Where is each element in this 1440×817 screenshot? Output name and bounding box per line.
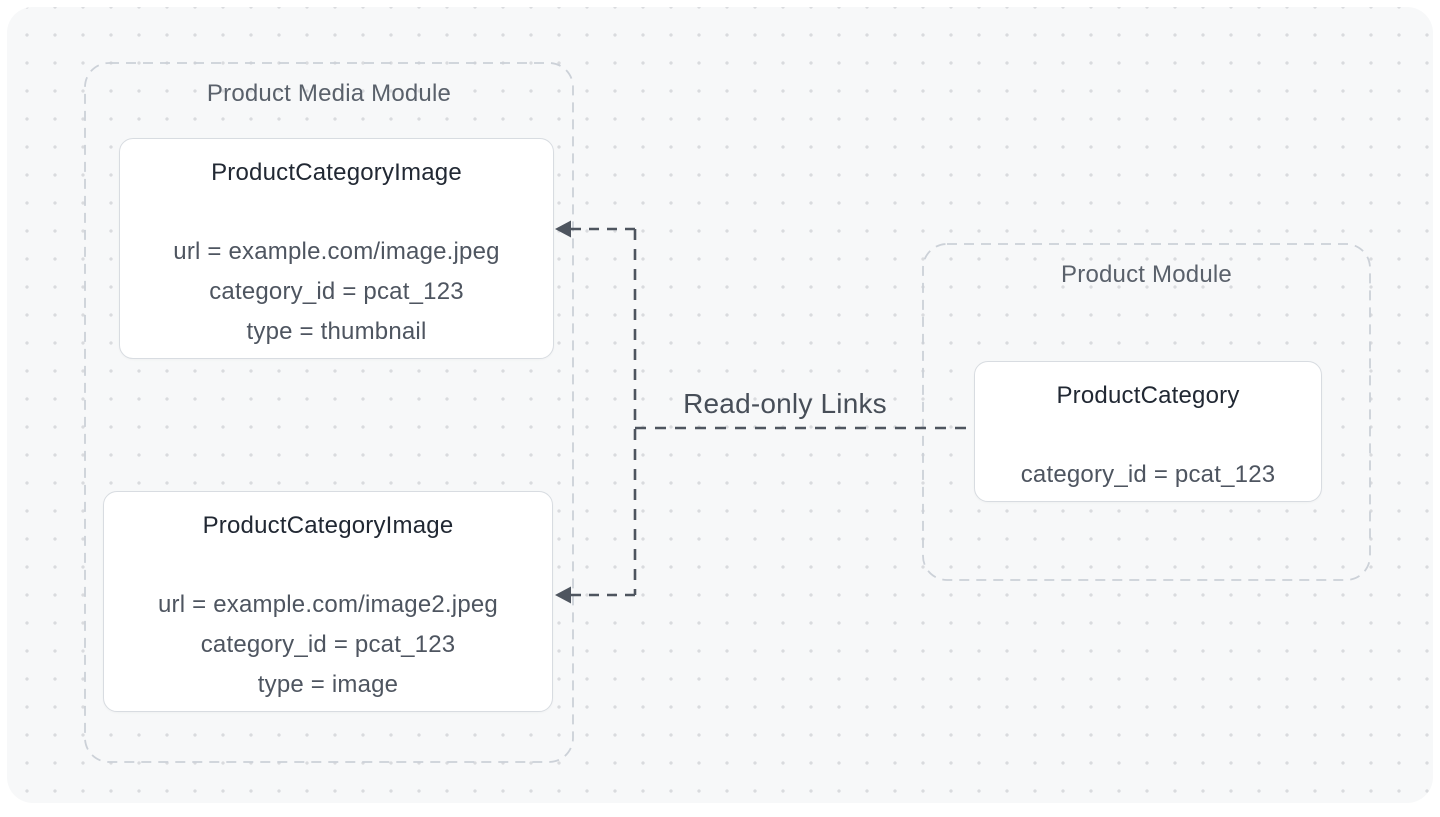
diagram-canvas[interactable]: Product Media Module Product Module Prod… [7,7,1433,803]
entity-name: ProductCategoryImage [202,512,454,539]
entity-attributes: url = example.com/image.jpeg category_id… [120,232,553,352]
entity-attribute-category-id: category_id = pcat_123 [1020,461,1276,488]
arrowhead-to-image1-icon [555,220,571,238]
entity-attribute-type: type = image [257,671,399,698]
arrowhead-to-image2-icon [555,586,571,604]
entity-attributes: category_id = pcat_123 [975,455,1321,495]
entity-attribute-category-id: category_id = pcat_123 [200,631,456,658]
entity-attribute-category-id: category_id = pcat_123 [209,278,464,305]
entity-name: ProductCategory [1056,382,1240,409]
read-only-links-label: Read-only Links [683,388,887,419]
entity-card-product-category-image-2[interactable]: ProductCategoryImage url = example.com/i… [103,491,553,712]
entity-card-product-category[interactable]: ProductCategory category_id = pcat_123 [974,361,1322,502]
entity-attribute-url: url = example.com/image.jpeg [173,238,500,265]
entity-attributes: url = example.com/image2.jpeg category_i… [104,585,552,705]
entity-attribute-type: type = thumbnail [246,318,427,345]
product-media-module-title: Product Media Module [206,80,452,107]
entity-card-product-category-image-1[interactable]: ProductCategoryImage url = example.com/i… [119,138,554,359]
entity-name: ProductCategoryImage [211,159,462,186]
product-module-title: Product Module [1061,261,1232,288]
entity-attribute-url: url = example.com/image2.jpeg [158,591,498,618]
